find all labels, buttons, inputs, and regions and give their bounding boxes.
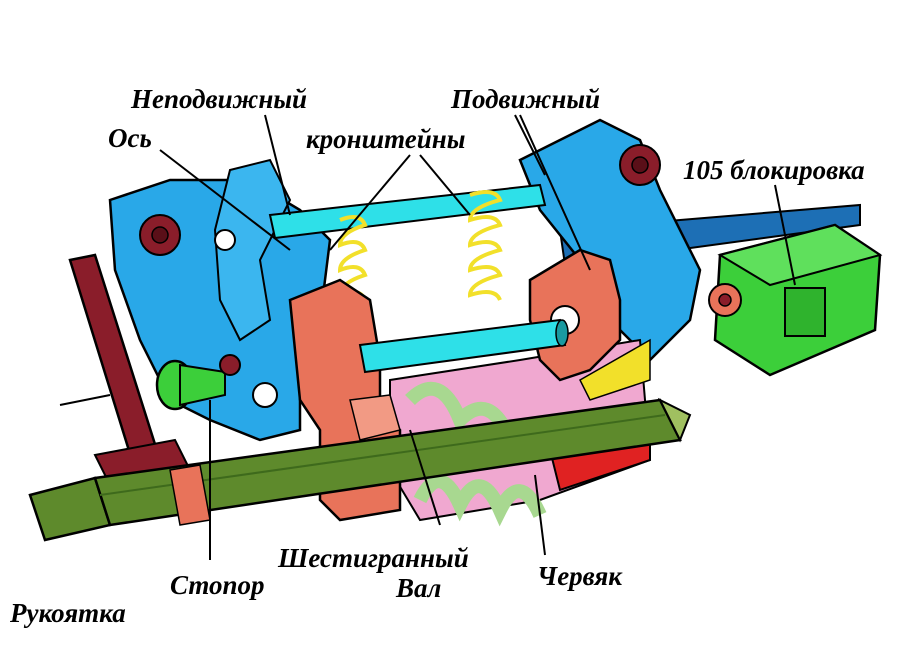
label-worm: Червяк (537, 561, 622, 591)
label-hex-shaft-line2: Вал (396, 573, 442, 603)
label-handle: Рукоятка (10, 598, 126, 628)
axis-rod (358, 318, 569, 374)
label-movable: Подвижный (451, 84, 601, 114)
leader-lines (59, 114, 796, 560)
label-fixed: Неподвижный (131, 84, 308, 114)
stopper-knob (155, 354, 241, 411)
label-blocking: 105 блокировка (683, 155, 865, 185)
spring-right (467, 189, 503, 301)
label-hex-shaft-line1: Шестигранный (278, 543, 469, 573)
label-brackets: кронштейны (306, 124, 466, 154)
label-stopper: Стопор (170, 570, 265, 600)
label-axis: Ось (108, 123, 152, 153)
upper-rod (268, 183, 547, 240)
hex-shaft (28, 397, 692, 542)
blocking-unit (708, 223, 883, 377)
movable-bracket-blue (518, 118, 702, 362)
